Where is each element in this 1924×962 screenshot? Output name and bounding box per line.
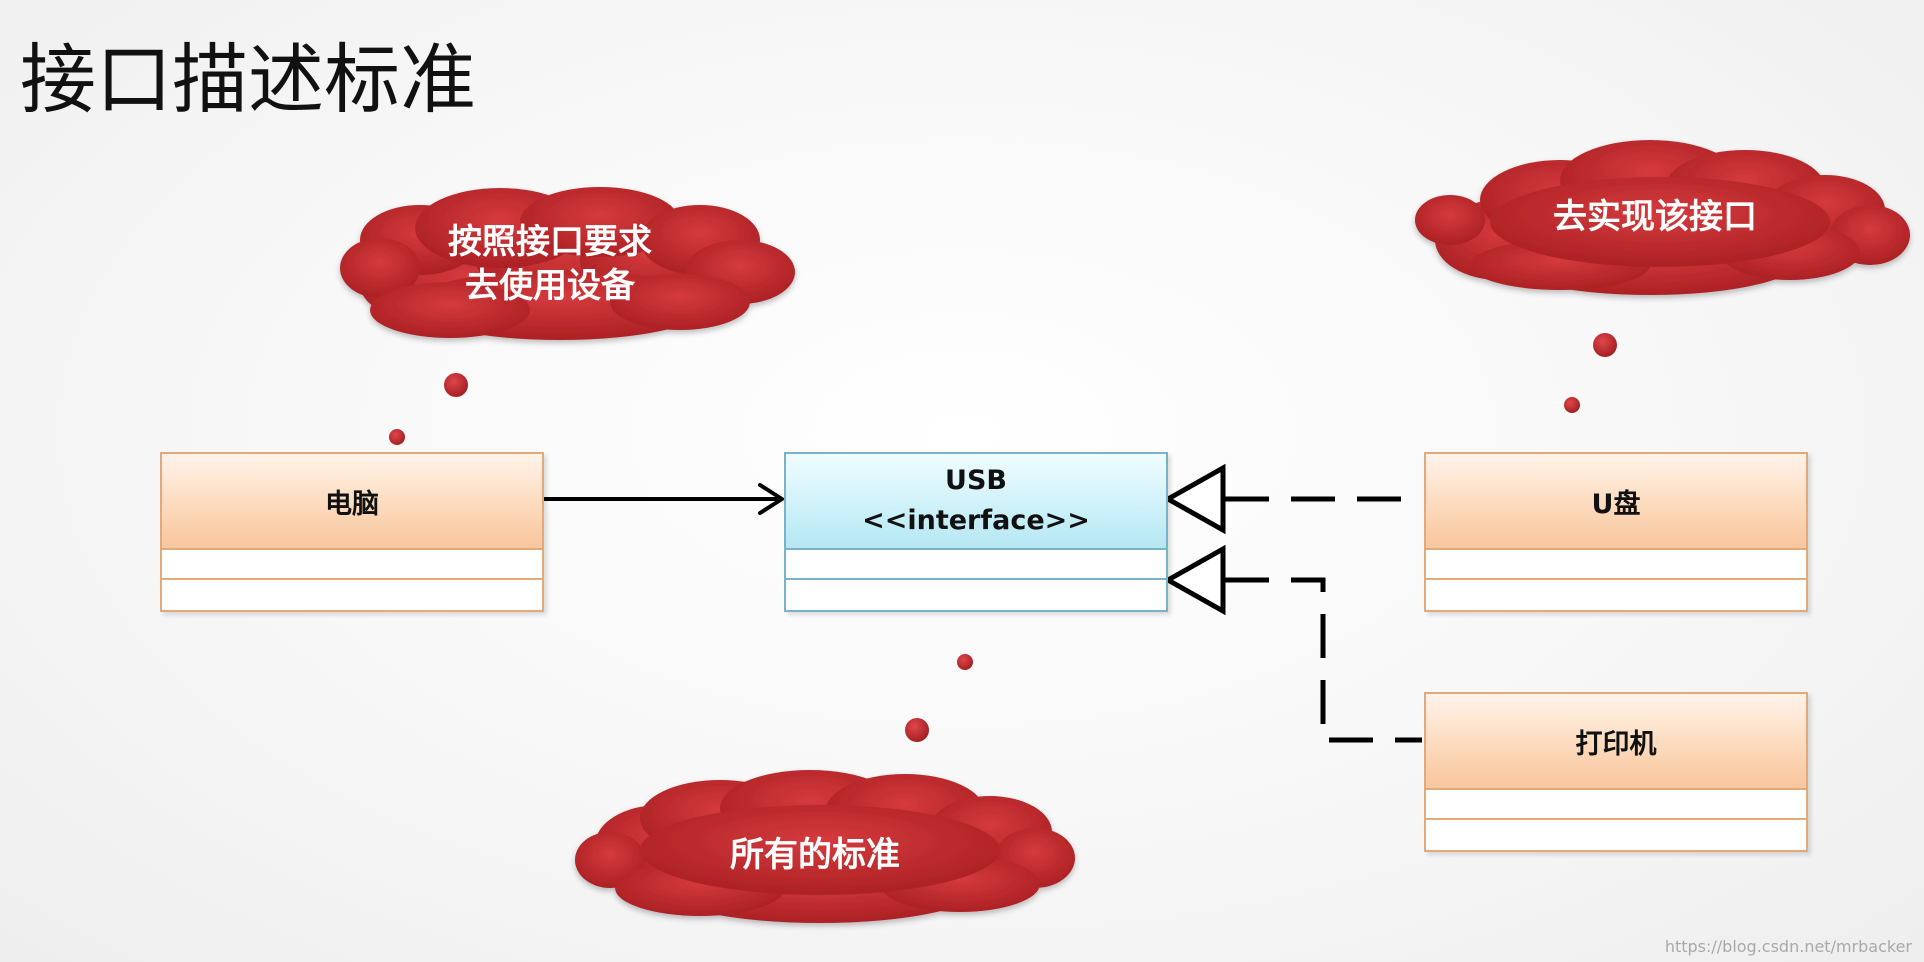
thought-dot: [905, 718, 929, 742]
watermark: https://blog.csdn.net/mrbacker: [1664, 937, 1912, 956]
class-stereotype: <<interface>>: [862, 505, 1090, 536]
class-box-usb-interface: USB <<interface>>: [784, 452, 1168, 612]
class-header: USB <<interface>>: [786, 454, 1166, 550]
callout-cloud-implement: [1415, 140, 1910, 295]
class-name: USB: [945, 465, 1007, 496]
callout-cloud-computer: [340, 187, 795, 340]
class-methods: [1426, 580, 1806, 610]
class-header: 打印机: [1426, 694, 1806, 790]
callout-cloud-standard: [575, 770, 1075, 923]
class-name: 电脑: [325, 488, 379, 520]
thought-dot: [389, 429, 405, 445]
class-box-computer: 电脑: [160, 452, 544, 612]
class-attributes: [1426, 550, 1806, 580]
callout-line: 去使用设备: [465, 266, 635, 306]
class-attributes: [162, 550, 542, 580]
callout-line: 按照接口要求: [448, 222, 652, 262]
class-name: U盘: [1591, 488, 1641, 520]
class-name: 打印机: [1575, 728, 1657, 760]
callout-text-standard: 所有的标准: [665, 833, 965, 877]
class-methods: [786, 580, 1166, 610]
thought-dot: [1593, 333, 1617, 357]
thought-dot: [444, 373, 468, 397]
class-box-printer: 打印机: [1424, 692, 1808, 852]
class-header: U盘: [1426, 454, 1806, 550]
callout-text-computer: 按照接口要求 去使用设备: [400, 220, 700, 308]
class-header: 电脑: [162, 454, 542, 550]
class-box-udisk: U盘: [1424, 452, 1808, 612]
thought-dot: [957, 654, 973, 670]
callout-line: 所有的标准: [730, 835, 900, 875]
realization-arrow-printer: [1162, 544, 1422, 743]
callout-text-implement: 去实现该接口: [1505, 195, 1805, 239]
realization-arrow-udisk: [1162, 463, 1422, 535]
class-attributes: [786, 550, 1166, 580]
class-methods: [1426, 820, 1806, 850]
page-title: 接口描述标准: [20, 35, 476, 124]
class-methods: [162, 580, 542, 610]
thought-dot: [1564, 397, 1580, 413]
callout-line: 去实现该接口: [1553, 197, 1757, 237]
class-attributes: [1426, 790, 1806, 820]
dependency-arrow: [543, 483, 784, 515]
